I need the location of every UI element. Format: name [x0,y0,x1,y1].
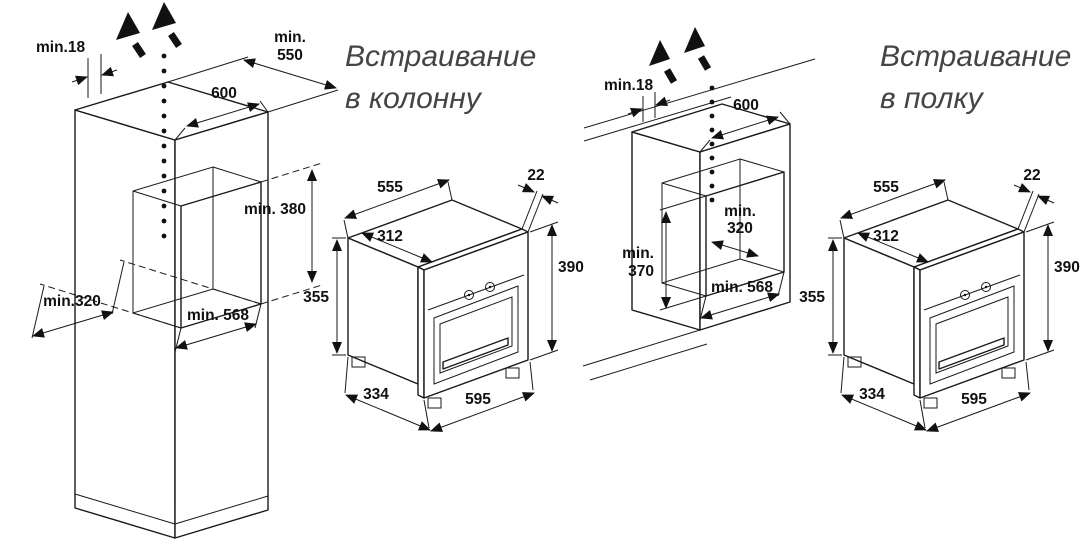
airflow-arrows [649,27,715,203]
dim-355-label: 355 [799,289,825,306]
column-side-face [74,109,176,539]
control-knob [960,290,970,300]
niche-depth-hidden-line [39,283,182,329]
dim-min320-label-2: 320 [727,220,753,237]
dim-oven-body-height: 355 [799,237,842,356]
oven-door-handle [938,337,1005,370]
oven-door-window [935,296,1009,374]
control-panel-divider [427,274,525,311]
control-knob [981,282,991,292]
dim-555-label: 555 [377,179,403,196]
dim-min550-label-1: min. [274,29,306,46]
title-column-line1: Встраивание [345,40,536,73]
dim-390-label: 390 [558,259,584,276]
dim-oven-total-depth: 334 [344,356,431,431]
shelf-installation-drawing: 600 min.18 min. 320 min. 370 [582,27,1071,381]
dim-column-niche-depth: min.320 [31,261,125,339]
dim-oven-total-width: 595 [926,361,1031,432]
dim-oven-body-width: 555 [343,179,453,239]
oven-door [929,285,1015,385]
dim-min18-label: min.18 [604,77,653,94]
dim-312-label: 312 [873,228,899,245]
dim-column-top-depth: min. 550 [167,29,339,113]
dim-column-niche-height: min. 380 [244,162,323,305]
oven-front-face [919,231,1025,399]
dim-oven-top-depth: 312 [857,228,929,263]
dim-shelf-rear-gap: min.18 [604,77,671,122]
upper-panel-line [583,58,816,129]
control-knob [464,290,474,300]
oven-drawing-right: 555 312 22 390 355 334 [799,167,1080,432]
title-shelf-line2: в полку [880,82,985,115]
dim-334-label: 334 [859,386,885,403]
dim-312-label: 312 [377,228,403,245]
dim-shelf-niche-depth: min. 320 [711,203,759,258]
dim-595-label: 595 [465,391,491,408]
dim-min380-label: min. 380 [244,201,306,218]
oven-foot [427,397,442,409]
dim-22-label: 22 [527,167,544,184]
oven-front-face [423,231,529,399]
oven-foot [505,367,520,379]
dim-min320-label-1: min. [724,203,756,220]
dim-22-label: 22 [1023,167,1040,184]
column-installation-drawing: 600 min. 550 min.18 min. 380 [31,2,536,539]
oven-drawing-left: 555 312 22 390 355 334 [303,167,584,432]
airflow-arrow-icon [684,27,705,53]
dim-600-label: 600 [733,97,759,114]
dim-column-rear-gap: min.18 [36,39,118,98]
dim-555-label: 555 [873,179,899,196]
dim-shelf-niche-height: min. 370 [622,195,707,311]
dim-oven-body-width: 555 [839,179,949,239]
dim-min568-label: min. 568 [711,279,773,296]
dim-oven-total-width: 595 [430,361,535,432]
title-column-line2: в колонну [345,82,483,115]
dim-oven-total-depth: 334 [840,356,927,431]
control-knob [485,282,495,292]
airflow-dotted-path [709,85,715,203]
lower-shelf-line [589,343,708,381]
dim-oven-door-overhang: 22 [517,167,559,233]
dim-oven-body-height: 355 [303,237,346,356]
oven-foot [1001,367,1016,379]
dim-334-label: 334 [363,386,389,403]
niche-depth-hidden-line [119,259,262,305]
lower-shelf-line [582,329,701,367]
airflow-arrow-icon [649,40,670,66]
airflow-dotted-path [161,53,167,239]
upper-panel-line [583,96,732,142]
dim-shelf-niche-width: min. 568 [699,271,785,321]
oven-foot [923,397,938,409]
dim-oven-total-height: 390 [1025,221,1080,361]
dim-shelf-top-width: 600 [699,97,791,153]
oven-door [433,285,519,385]
dim-column-top-width: 600 [174,85,269,141]
dim-390-label: 390 [1054,259,1080,276]
dim-oven-top-depth: 312 [361,228,433,263]
control-panel-divider [923,274,1021,311]
dim-column-niche-width: min. 568 [174,303,262,353]
oven-foot [351,356,366,368]
airflow-arrows [116,2,182,239]
airflow-arrow-icon [116,12,140,40]
title-shelf-line1: Встраивание [880,40,1071,73]
oven-door-handle [442,337,509,370]
oven-foot [847,356,862,368]
dim-oven-total-height: 390 [529,221,584,361]
dim-min18-label: min.18 [36,39,85,56]
dim-oven-door-overhang: 22 [1013,167,1055,233]
airflow-arrow-icon [152,2,176,30]
dim-355-label: 355 [303,289,329,306]
dim-min370-label-2: 370 [628,263,654,280]
dim-min568-label: min. 568 [187,307,249,324]
dim-595-label: 595 [961,391,987,408]
oven-door-window [439,296,513,374]
dim-min550-label-2: 550 [277,47,303,64]
dim-min320-label: min.320 [43,293,101,310]
dim-min370-label-1: min. [622,245,654,262]
dim-600-label: 600 [211,85,237,102]
